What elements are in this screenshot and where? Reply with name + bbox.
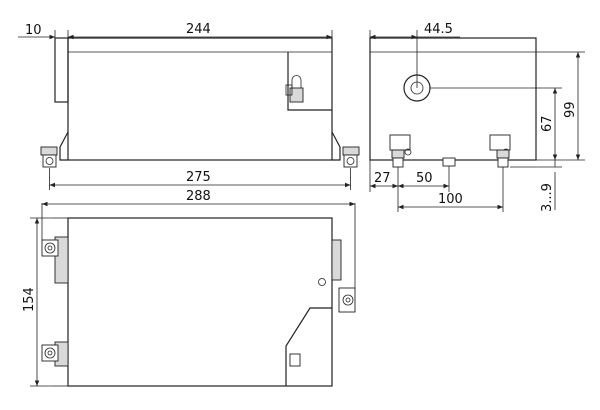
dim-clearance: 3...9 — [540, 183, 555, 212]
dim-center-offset: 50 — [416, 171, 433, 186]
front-foot-left — [40, 146, 58, 168]
dim-height: 99 — [563, 101, 578, 118]
dim-body-length: 244 — [186, 22, 211, 37]
top-body — [67, 217, 333, 387]
dim-flange: 10 — [25, 23, 42, 38]
top-mount-upper — [41, 236, 69, 284]
dim-foot-span: 275 — [186, 170, 211, 185]
dim-hole-offset: 44.5 — [424, 22, 453, 37]
top-view: 288 154 — [22, 189, 356, 387]
center-stud — [442, 157, 456, 167]
dim-foot-offset: 27 — [374, 171, 391, 186]
front-flange — [54, 37, 69, 103]
top-latch — [318, 239, 356, 313]
front-view: 10 244 275 — [18, 22, 360, 190]
top-mount-lower — [41, 341, 69, 367]
padlock-icon — [285, 75, 304, 103]
side-foot-right — [489, 134, 511, 168]
dim-width: 154 — [22, 287, 37, 312]
side-foot-left — [389, 134, 412, 168]
dim-overall-length: 288 — [186, 189, 211, 204]
dim-foot-spacing: 100 — [438, 192, 463, 207]
side-view: 44.5 99 67 3...9 27 50 100 — [369, 22, 585, 212]
front-foot-right — [342, 146, 360, 168]
dim-hole-height: 67 — [540, 115, 555, 132]
